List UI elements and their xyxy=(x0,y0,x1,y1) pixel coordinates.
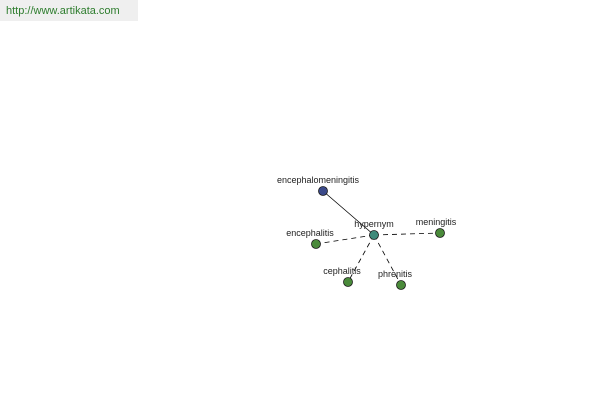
node-meningitis[interactable] xyxy=(435,228,445,238)
node-phrenitis[interactable] xyxy=(396,280,406,290)
edge-hypernym-encephalitis xyxy=(315,234,375,245)
node-label-encephalomeningitis[interactable]: encephalomeningitis xyxy=(277,175,360,185)
node-label-encephalitis[interactable]: encephalitis xyxy=(286,228,334,238)
graph-nodes xyxy=(311,186,445,290)
node-cephalitis[interactable] xyxy=(343,277,353,287)
node-label-cephalitis[interactable]: cephalitis xyxy=(323,266,361,276)
edge-hypernym-phrenitis xyxy=(373,234,402,286)
node-label-meningitis[interactable]: meningitis xyxy=(416,217,457,227)
graph-edges xyxy=(315,190,441,286)
site-url-link[interactable]: http://www.artikata.com xyxy=(6,5,120,17)
node-encephalomeningitis[interactable] xyxy=(318,186,328,196)
edge-hypernym-encephalomeningitis xyxy=(322,190,375,236)
edge-hypernym-meningitis xyxy=(373,232,441,236)
node-encephalitis[interactable] xyxy=(311,239,321,249)
node-hypernym[interactable] xyxy=(369,230,379,240)
graph-labels: hypernym encephalomeningitis encephalitis m… xyxy=(277,175,457,279)
node-label-phrenitis[interactable]: phrenitis xyxy=(378,269,413,279)
url-bar: http://www.artikata.com xyxy=(0,0,138,21)
node-label-hypernym[interactable]: hypernym xyxy=(354,219,394,229)
